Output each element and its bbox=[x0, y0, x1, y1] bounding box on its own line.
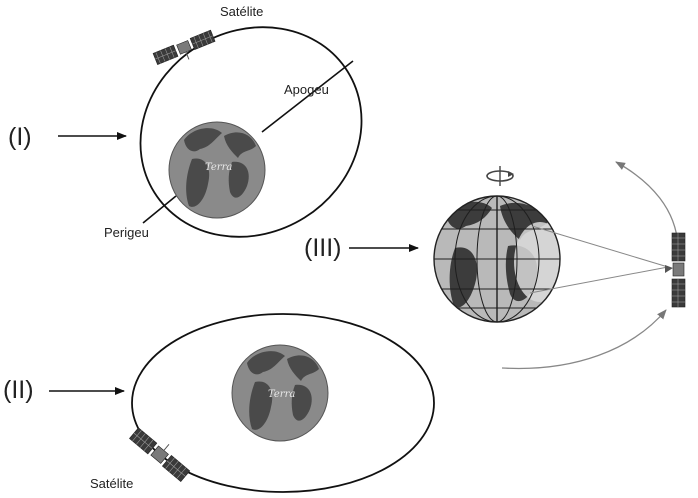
panel-label-3: (III) bbox=[304, 234, 342, 262]
orbit-arc-upper bbox=[615, 161, 679, 247]
earth-globe-3 bbox=[433, 195, 561, 323]
earth-globe-2 bbox=[231, 344, 329, 442]
apogee-label: Apogeu bbox=[284, 82, 329, 97]
earth-label-1: Terra bbox=[205, 162, 232, 173]
satellite-icon-top bbox=[152, 29, 216, 65]
orbit-ellipse-2 bbox=[131, 313, 435, 493]
apogee-line bbox=[261, 60, 354, 133]
panel-label-1: (I) bbox=[8, 123, 32, 151]
satellite-icon-bottom bbox=[129, 427, 191, 482]
earth-label-2: Terra bbox=[268, 389, 295, 400]
coverage-line-top bbox=[531, 225, 669, 268]
coverage-line-bottom bbox=[529, 266, 669, 294]
orbit-arc-lower bbox=[501, 309, 667, 370]
satellite-label-bottom: Satélite bbox=[90, 476, 133, 491]
satellite-icon-right bbox=[665, 232, 686, 308]
perigee-line bbox=[142, 195, 177, 224]
perigee-label: Perigeu bbox=[104, 225, 149, 240]
panel-label-2: (II) bbox=[3, 376, 34, 404]
rotation-arrow-icon bbox=[486, 166, 514, 186]
earth-globe-1 bbox=[168, 121, 266, 219]
satellite-label-top: Satélite bbox=[220, 4, 263, 19]
